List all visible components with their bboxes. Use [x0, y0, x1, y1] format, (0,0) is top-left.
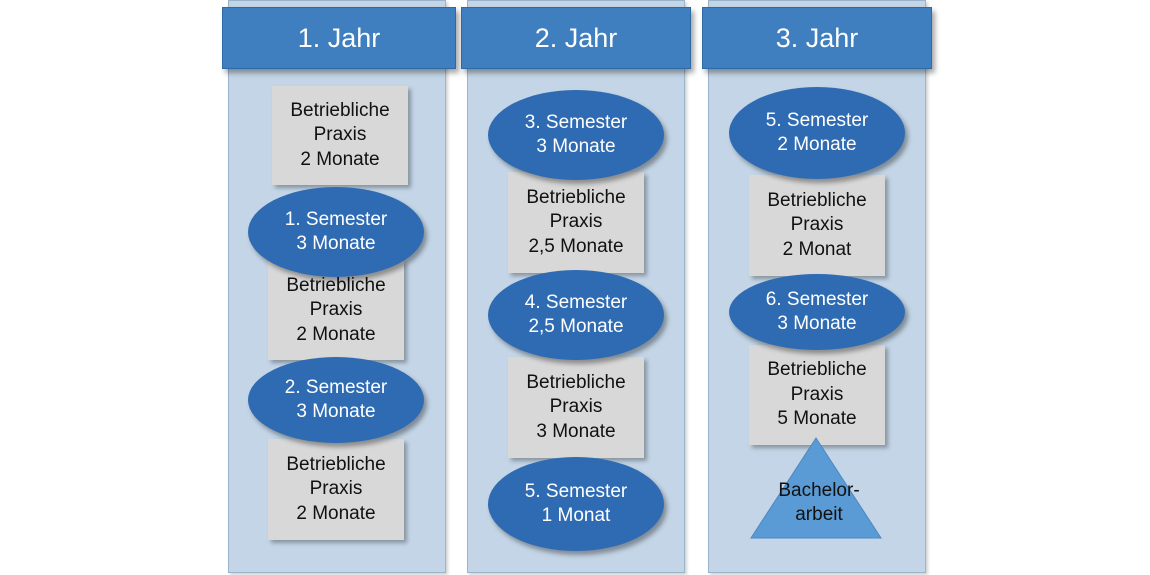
praxis-block: Betriebliche Praxis 2,5 Monate — [508, 172, 644, 273]
semester-ellipse: 6. Semester 3 Monate — [729, 274, 905, 350]
semester-ellipse: 1. Semester 3 Monate — [248, 187, 424, 277]
semester-ellipse: 4. Semester 2,5 Monate — [488, 270, 664, 360]
praxis-block: Betriebliche Praxis 5 Monate — [749, 345, 885, 445]
year-header-1: 1. Jahr — [222, 7, 456, 69]
year-header-3: 3. Jahr — [702, 7, 932, 69]
praxis-block: Betriebliche Praxis 2 Monate — [272, 86, 408, 185]
praxis-block: Betriebliche Praxis 3 Monate — [508, 357, 644, 458]
praxis-block: Betriebliche Praxis 2 Monate — [268, 439, 404, 540]
semester-ellipse: 3. Semester 3 Monate — [488, 90, 664, 180]
year-header-2: 2. Jahr — [461, 7, 691, 69]
praxis-block: Betriebliche Praxis 2 Monate — [268, 261, 404, 360]
thesis-triangle — [750, 437, 882, 539]
thesis-label: Bachelor- arbeit — [778, 480, 860, 525]
semester-ellipse: 5. Semester 1 Monat — [488, 457, 664, 551]
semester-ellipse: 2. Semester 3 Monate — [248, 357, 424, 443]
semester-ellipse: 5. Semester 2 Monate — [729, 87, 905, 179]
praxis-block: Betriebliche Praxis 2 Monat — [749, 175, 885, 276]
